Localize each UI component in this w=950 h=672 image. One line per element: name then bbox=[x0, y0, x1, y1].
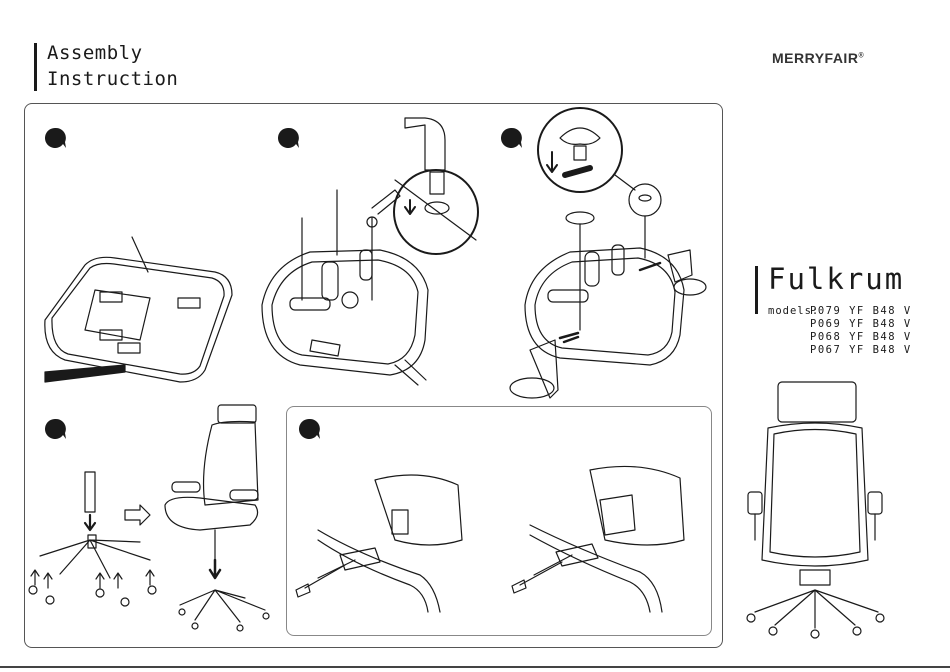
model-number: P067 YF B48 V bbox=[810, 344, 912, 356]
product-accent-bar bbox=[755, 266, 758, 314]
step-5-headrest-illustration bbox=[296, 466, 684, 612]
model-number: P068 YF B48 V bbox=[810, 331, 912, 343]
product-name: Fulkrum bbox=[768, 262, 904, 296]
step-2-mechanism-illustration bbox=[262, 118, 478, 385]
page-bottom-rule bbox=[0, 666, 950, 668]
step-1-seat-plate-illustration bbox=[45, 237, 232, 382]
finished-chair-illustration bbox=[747, 382, 884, 638]
model-number: P069 YF B48 V bbox=[810, 318, 912, 330]
model-number: P079 YF B48 V bbox=[810, 305, 912, 317]
step-4-base-illustration bbox=[29, 405, 269, 631]
step-3-armrest-illustration bbox=[510, 108, 706, 398]
